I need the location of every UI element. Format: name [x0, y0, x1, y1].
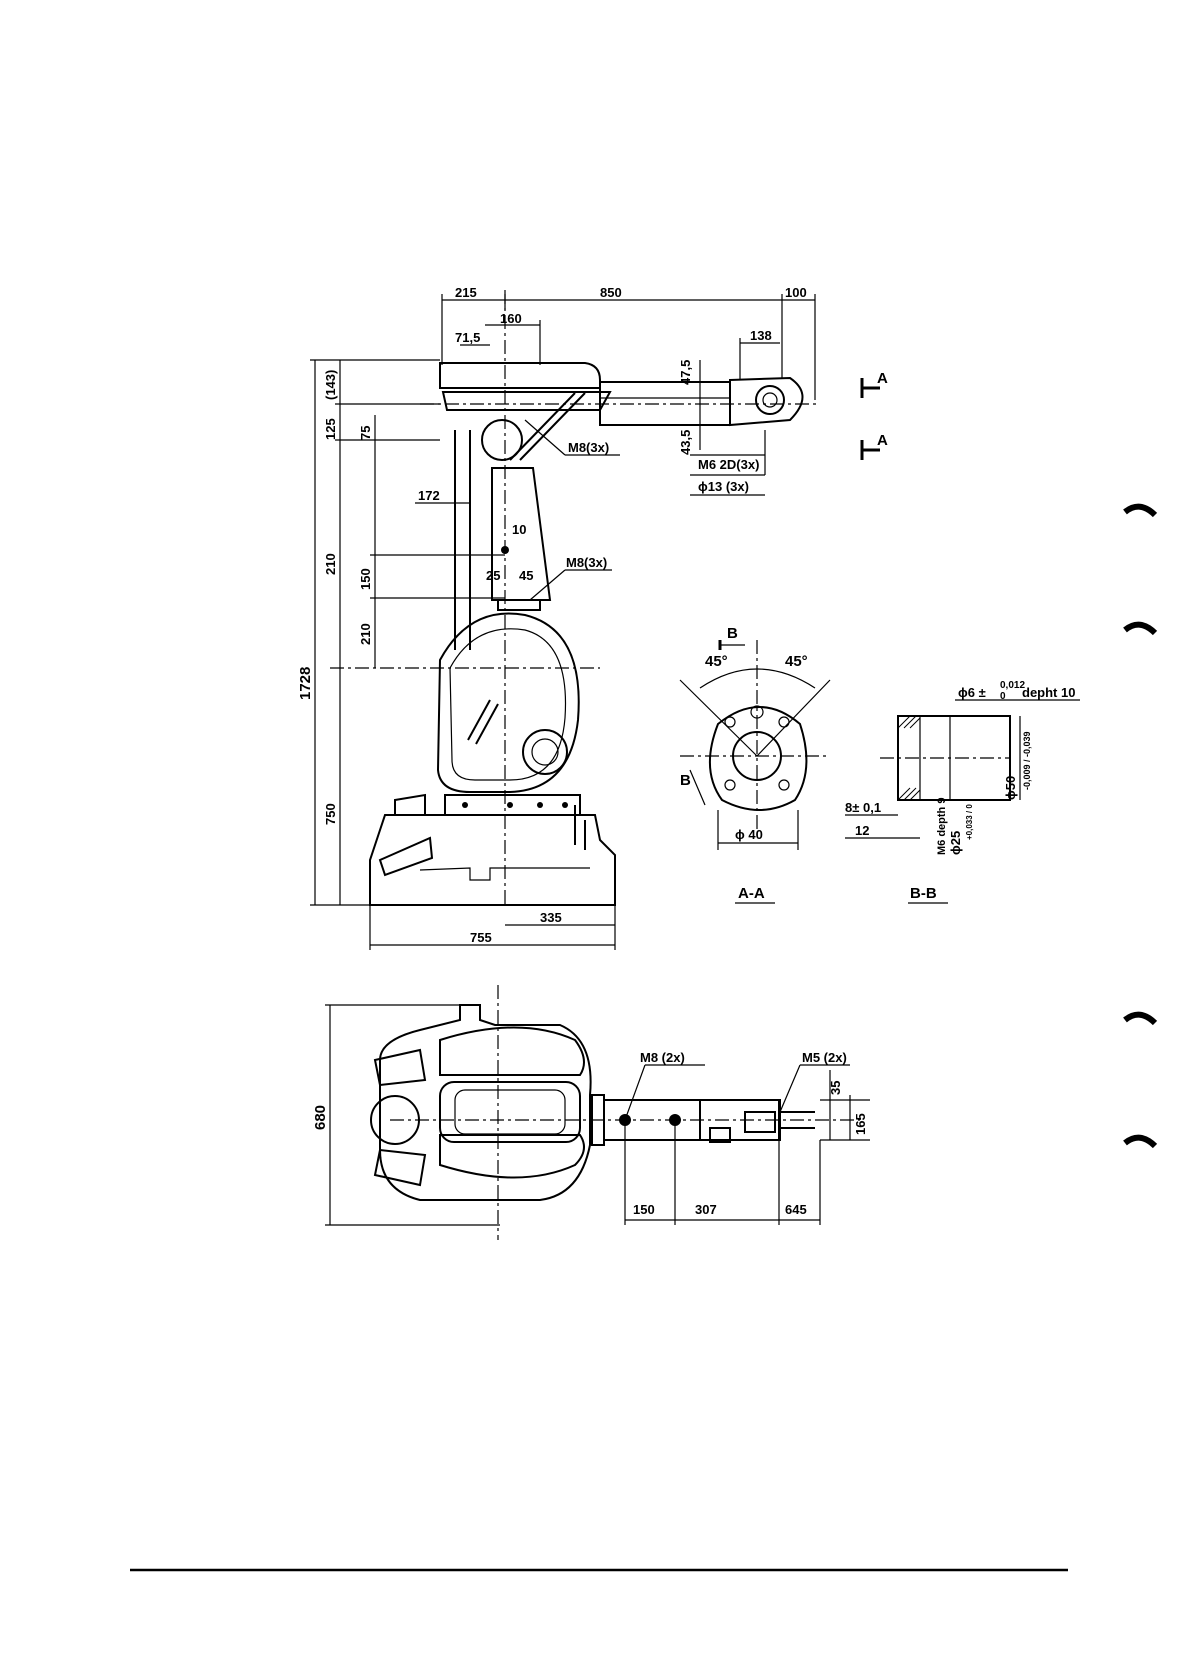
dim-335: 335: [540, 910, 562, 925]
dim-10: 10: [512, 522, 526, 537]
dim-210-a: 210: [323, 553, 338, 575]
dim-172: 172: [418, 488, 440, 503]
dim-850: 850: [600, 285, 622, 300]
flange-outline: [710, 707, 807, 810]
callout-m8-2x: M8 (2x): [640, 1050, 685, 1065]
dim-phi40: ϕ 40: [735, 827, 763, 842]
section-b-top: B: [727, 625, 738, 642]
section-bb: ϕ6 ± 0,012 0 depht 10 ϕ50 -0,009 / -0,03…: [845, 680, 1080, 903]
top-housing-upper: [440, 1028, 584, 1076]
dim-143: (143): [323, 370, 338, 400]
dim-215: 215: [455, 285, 477, 300]
callout-m6-2d: M6 2D(3x): [698, 457, 759, 472]
dim-phi25-tol: +0,033 / 0: [965, 804, 974, 840]
dim-138: 138: [750, 328, 772, 343]
main-body: [438, 613, 579, 792]
dim-75: 75: [358, 426, 373, 440]
dim-phi6: ϕ6 ±: [958, 685, 986, 700]
dim-150-top: 150: [633, 1202, 655, 1217]
callout-m8-3x-a: M8(3x): [568, 440, 609, 455]
callout-m8-3x-b: M8(3x): [566, 555, 607, 570]
dim-45: 45: [519, 568, 533, 583]
dim-43-5: 43,5: [678, 430, 693, 455]
dim-12: 12: [855, 823, 869, 838]
elbow-joint: [482, 420, 522, 460]
dim-680: 680: [312, 1105, 329, 1130]
angle-right: 45°: [785, 653, 808, 670]
dim-645: 645: [785, 1202, 807, 1217]
side-view: 215 850 100 160 71,5 138 47,5 43,5 M6 2D…: [297, 285, 888, 950]
wrist: [730, 378, 803, 425]
dim-25: 25: [486, 568, 500, 583]
section-b-left: B: [680, 772, 691, 789]
dim-8: 8± 0,1: [845, 800, 881, 815]
dim-165: 165: [853, 1113, 868, 1135]
dim-depth10: depht 10: [1022, 685, 1075, 700]
robot-base: [370, 815, 615, 905]
dim-100: 100: [785, 285, 807, 300]
dim-phi25: ϕ25: [948, 831, 963, 855]
top-view: 680 150 307 645 M8 (2x) M5 (2x) 35 165: [312, 985, 870, 1240]
dim-47-5: 47,5: [678, 360, 693, 385]
callout-phi13: ϕ13 (3x): [698, 479, 749, 494]
upper-arm-housing: [440, 363, 600, 388]
dim-750: 750: [323, 803, 338, 825]
section-bb-title: B-B: [910, 885, 937, 902]
dim-phi50: ϕ50: [1003, 776, 1018, 800]
shoulder-motor: [523, 730, 567, 774]
section-aa: B 45° 45° B ϕ 40 A-A: [680, 625, 830, 903]
dim-1728: 1728: [297, 667, 314, 700]
dim-phi6-tol-lower: 0: [1000, 691, 1006, 702]
section-a-top: A: [877, 370, 888, 387]
section-a-bottom: A: [877, 432, 888, 449]
margin-marks: [1125, 507, 1155, 1146]
callout-m5-2x: M5 (2x): [802, 1050, 847, 1065]
angle-left: 45°: [705, 653, 728, 670]
dim-35: 35: [828, 1081, 843, 1095]
dim-m6: M6 depth 9: [936, 798, 948, 855]
dim-755: 755: [470, 930, 492, 945]
dim-150: 150: [358, 568, 373, 590]
dim-125: 125: [323, 418, 338, 440]
dim-307: 307: [695, 1202, 717, 1217]
dim-phi50-tol: -0,009 / -0,039: [1022, 731, 1032, 790]
dim-210-b: 210: [358, 623, 373, 645]
dim-160: 160: [500, 311, 522, 326]
section-aa-title: A-A: [738, 885, 765, 902]
dim-71-5: 71,5: [455, 330, 480, 345]
